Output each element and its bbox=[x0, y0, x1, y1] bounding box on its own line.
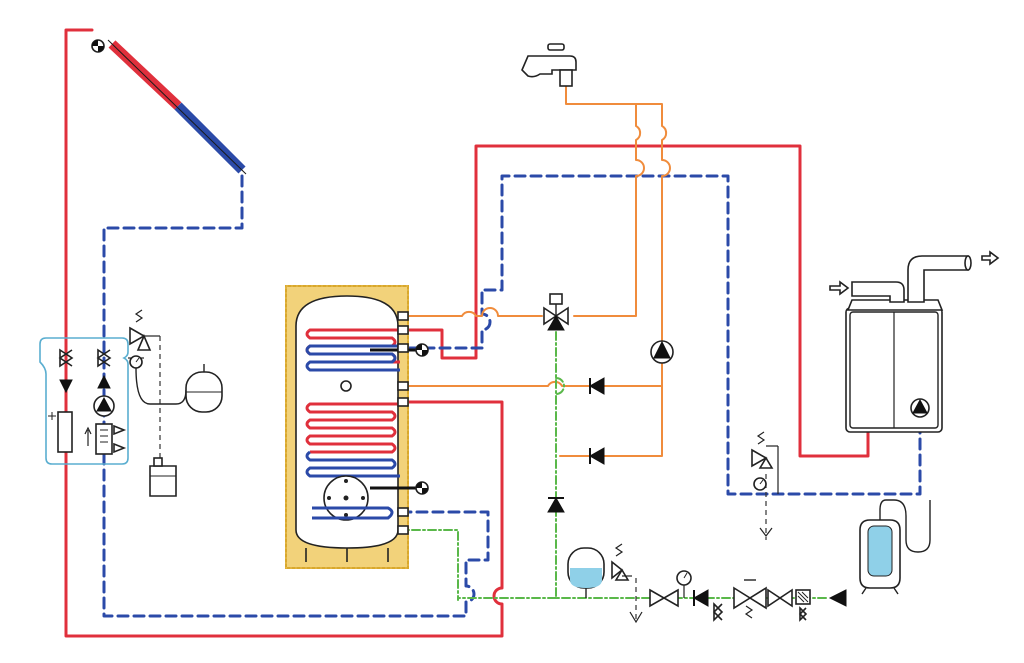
check-valve-icon bbox=[692, 589, 724, 622]
solar-heat-exchanger-coil bbox=[305, 402, 400, 478]
circulation-pump-icon bbox=[650, 340, 674, 364]
tank-nozzles bbox=[397, 311, 409, 535]
mains-inlet-arrow bbox=[828, 589, 847, 607]
dhw-riser-pipe bbox=[559, 103, 671, 457]
ball-valve-icon bbox=[649, 588, 679, 608]
faucet-icon bbox=[521, 43, 577, 87]
ball-valve-icon bbox=[767, 588, 793, 608]
three-way-valve-icon bbox=[543, 293, 569, 331]
fluid-canister-icon bbox=[149, 457, 177, 497]
sensor-icon bbox=[370, 343, 429, 357]
dhw-supply-pipe bbox=[565, 85, 645, 317]
safety-valve-icon bbox=[611, 543, 643, 624]
boiler-return-pipe bbox=[406, 174, 922, 496]
air-vent-icon bbox=[91, 39, 105, 53]
water-softener-icon bbox=[859, 499, 931, 595]
upper-heat-exchanger-coil bbox=[305, 328, 400, 372]
expansion-vessel-icon bbox=[135, 364, 223, 413]
check-valve-icon bbox=[588, 447, 605, 465]
mains-bypass-pipe bbox=[555, 377, 565, 395]
gas-boiler-icon bbox=[845, 299, 944, 433]
expansion-vessel-icon bbox=[567, 547, 605, 598]
filter-icon bbox=[795, 589, 811, 622]
pressure-reducer-icon bbox=[733, 579, 767, 619]
boiler-flow-pipe bbox=[406, 144, 870, 458]
solar-collector-icon bbox=[107, 39, 247, 175]
flue-icon bbox=[829, 250, 1000, 303]
flow-meter-icon bbox=[84, 423, 127, 455]
check-valve-icon bbox=[588, 377, 605, 395]
sensor-icon bbox=[370, 481, 429, 495]
solar-return-pipe bbox=[102, 174, 490, 618]
safety-valve-icon bbox=[128, 309, 161, 458]
pressure-gauge-icon bbox=[676, 570, 692, 598]
dhw-outlet-pipe bbox=[407, 307, 543, 317]
electric-heater-flange bbox=[312, 475, 394, 521]
circulation-return-pipe bbox=[407, 380, 663, 387]
check-valve-icon bbox=[547, 496, 565, 513]
solar-pump-station-icon bbox=[39, 337, 129, 465]
safety-valve-icon bbox=[751, 431, 779, 540]
pressure-gauge-icon bbox=[129, 355, 143, 369]
pressure-gauge-icon bbox=[753, 477, 767, 491]
